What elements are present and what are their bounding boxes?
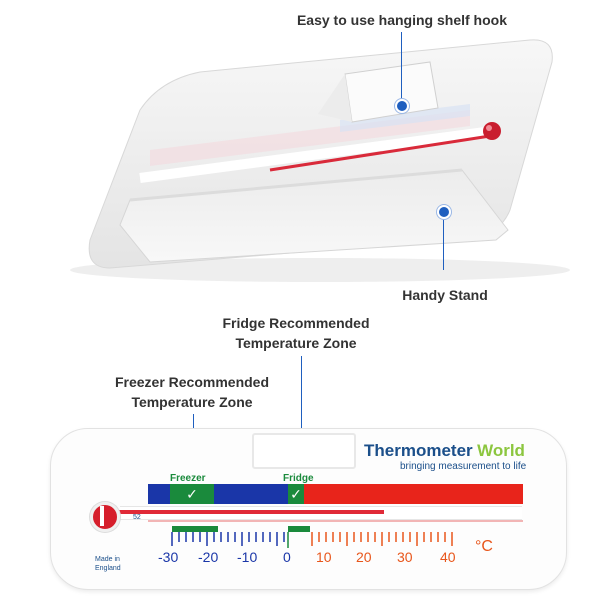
made-in-line1: Made in [95,556,120,563]
stand-callout: Handy Stand [402,287,488,303]
brand-logo: Thermometer World [364,441,525,461]
bulb-highlight [100,506,104,526]
freezer-scale-highlight [172,526,218,532]
glass-tube-highlight [148,520,523,522]
product-code: 52 [133,514,141,521]
fridge-green-zone: ✓ [288,484,304,504]
hook-callout-line [401,32,402,102]
brand-tagline: bringing measurement to life [400,461,527,472]
made-in-line2: England [95,565,121,572]
scale-label-zero: 0 [283,549,291,565]
fridge-label: Fridge [283,473,314,484]
stand-callout-line [443,214,444,270]
red-liquid-column [269,134,491,172]
fridge-scale-highlight [288,526,310,532]
scale-label-minus-20: -20 [198,549,219,565]
scale-label-20: 20 [356,549,372,565]
brand-name-part1: Thermometer [364,441,473,460]
thermometer-stand-photo [70,39,570,282]
hook-slot [252,433,356,469]
thermometer-bulb [483,122,501,140]
freezer-label: Freezer [170,473,206,484]
hook-callout: Easy to use hanging shelf hook [296,12,508,28]
scale-label-30: 30 [397,549,413,565]
fridge-zone-callout-line [301,356,302,456]
celsius-unit: °C [475,538,493,555]
red-liquid-column-front [118,510,384,514]
stand-callout-marker [437,205,451,219]
thermometer-bulb-front [90,502,120,532]
scale-label-40: 40 [440,549,456,565]
temperature-scale-ticks [171,526,453,548]
fridge-zone-callout-line1: Fridge Recommended [222,315,370,331]
scale-label-minus-30: -30 [158,549,179,565]
freezer-zone-callout-line1: Freezer Recommended [114,374,270,390]
scale-label-minus-10: -10 [237,549,258,565]
temperature-colour-band: ✓ ✓ [148,484,523,504]
brand-name-part2: World [477,441,525,460]
freezer-zone-callout-line2: Temperature Zone [131,394,253,410]
scale-label-10: 10 [316,549,332,565]
freezer-green-zone: ✓ [170,484,214,504]
hook-callout-marker [395,99,409,113]
fridge-zone-callout-line2: Temperature Zone [235,335,357,351]
